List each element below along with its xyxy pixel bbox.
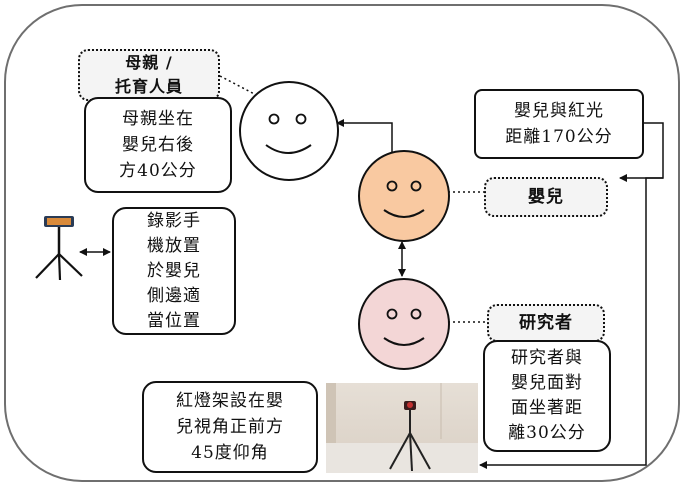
distance-arrow (619, 122, 664, 182)
mother-face (239, 81, 339, 181)
mother-to-baby-arrow (336, 119, 393, 152)
phone-position-box: 錄影手 機放置 於嬰兒 側邊適 當位置 (112, 207, 236, 335)
mother-position-box: 母親坐在 嬰兒右後 方40公分 (84, 97, 232, 193)
researcher-label: 研究者 (487, 304, 605, 342)
light-line-arrow (479, 177, 663, 469)
researcher-face (358, 278, 450, 370)
phone-tripod-icon (35, 216, 83, 281)
researcher-position-box: 研究者與 嬰兒面對 面坐著距 離30公分 (483, 340, 611, 452)
mother-label: 母親 / 托育人員 (78, 49, 220, 101)
red-light-tripod-photo (326, 383, 478, 473)
baby-label: 嬰兒 (484, 177, 608, 217)
light-position-box: 紅燈架設在嬰 兒視角正前方 45度仰角 (142, 381, 318, 473)
baby-face (358, 150, 450, 242)
baby-distance-box: 嬰兒與紅光 距離170公分 (474, 89, 644, 159)
